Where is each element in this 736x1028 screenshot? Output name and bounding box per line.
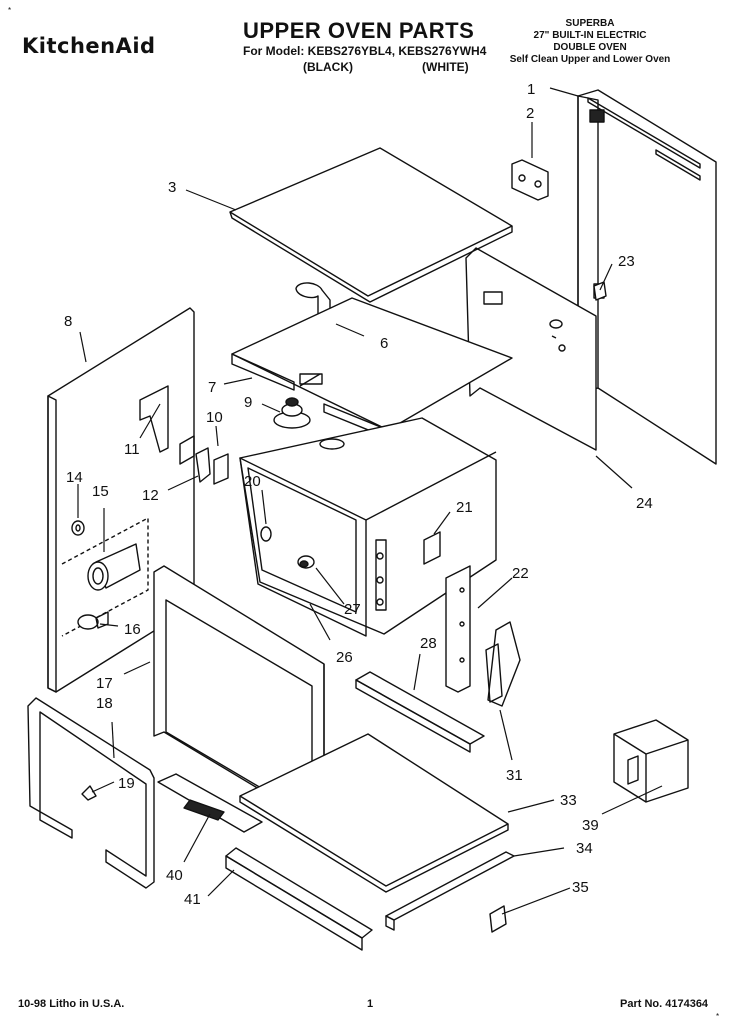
footer-date: 10-98 Litho in U.S.A. — [18, 998, 125, 1010]
part-cavity-light — [297, 555, 315, 569]
part-insulator — [273, 397, 311, 429]
callout-12: 16 — [124, 621, 141, 638]
model-line: For Model: KEBS276YBL4, KEBS276YWH4 — [243, 44, 487, 58]
part-bottom-panel — [239, 733, 509, 893]
page-title: UPPER OVEN PARTS — [243, 18, 475, 43]
product-line-4: Self Clean Upper and Lower Oven — [509, 54, 671, 65]
part-top-panel — [229, 147, 513, 303]
product-line-3: DOUBLE OVEN — [553, 42, 627, 53]
part-rail — [225, 847, 373, 951]
callout-23: 21 — [456, 499, 473, 516]
part-vent — [157, 773, 263, 833]
callout-35: 6 — [380, 335, 388, 352]
callout-6: 3 — [168, 179, 176, 196]
part-21 — [489, 905, 507, 933]
part-41 — [613, 719, 689, 803]
part-rear-panel — [577, 89, 717, 465]
callout-21: 35 — [572, 879, 589, 896]
part-door-gasket — [27, 697, 155, 889]
callout-33: 40 — [166, 867, 183, 884]
part-23 — [423, 531, 441, 565]
corner-mark-left: * — [8, 6, 12, 15]
part-bracket — [511, 159, 549, 201]
part-oven-cavity — [239, 417, 497, 637]
callout-2: 2 — [526, 105, 534, 122]
callout-39: 23 — [618, 253, 635, 270]
brand-logo: KitchenAid — [22, 34, 156, 58]
callout-40: 20 — [244, 473, 261, 490]
callout-leaders — [77, 87, 663, 915]
callout-26: 24 — [636, 495, 653, 512]
callout-14: 17 — [96, 675, 113, 692]
product-line-2: 27" BUILT-IN ELECTRIC — [533, 30, 647, 41]
footer-part-number: Part No. 4174364 — [620, 998, 709, 1010]
callout-15: 18 — [96, 695, 113, 712]
part-lamp-bulb — [77, 611, 109, 630]
callout-7: 7 — [208, 379, 216, 396]
color-black-label: (BLACK) — [303, 60, 353, 74]
callout-41: 39 — [582, 817, 599, 834]
callout-8: 8 — [64, 313, 72, 330]
callout-20: 34 — [576, 840, 593, 857]
product-description: SUPERBA 27" BUILT-IN ELECTRIC DOUBLE OVE… — [470, 18, 710, 66]
callout-1: 27 — [344, 601, 361, 618]
callout-19: 33 — [560, 792, 577, 809]
part-16 — [81, 785, 97, 801]
color-white-label: (WHITE) — [422, 60, 469, 74]
callout-34: 41 — [184, 891, 201, 908]
part-hinge-plate — [445, 565, 471, 693]
part-rail-22 — [355, 671, 485, 753]
footer-page-number: 1 — [367, 998, 374, 1010]
callout-labels: 1 2 3 6 7 8 9 10 11 12 14 15 16 17 18 19… — [64, 81, 653, 908]
product-line-1: SUPERBA — [565, 18, 615, 29]
part-39 — [593, 281, 607, 301]
part-oven-top-plate — [231, 297, 513, 439]
callout-27: 26 — [336, 649, 353, 666]
part-40 — [260, 526, 272, 542]
part-side-panel — [465, 247, 597, 451]
callout-10: 15 — [92, 483, 109, 500]
callout-3: 1 — [527, 81, 535, 98]
corner-mark-right: * — [716, 1012, 720, 1021]
part-11 — [71, 520, 85, 536]
callout-11: 14 — [66, 469, 83, 486]
callout-31: 12 — [142, 487, 159, 504]
callout-22: 28 — [420, 635, 437, 652]
callout-28: 31 — [506, 767, 523, 784]
callout-24: 22 — [512, 565, 529, 582]
callout-9: 9 — [244, 394, 252, 411]
callout-17: 11 — [124, 441, 140, 458]
part-hinge — [485, 621, 521, 707]
callout-16: 19 — [118, 775, 135, 792]
part-lamp-socket — [87, 543, 141, 591]
callout-18: 10 — [206, 409, 223, 426]
